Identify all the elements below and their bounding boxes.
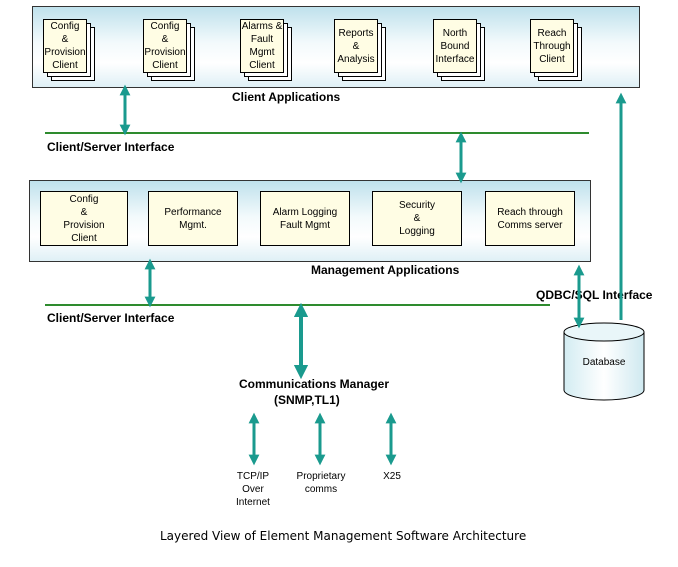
- protocol-x25: X25: [383, 471, 401, 482]
- client-applications-label: Client Applications: [232, 90, 341, 104]
- management-applications-label: Management Applications: [311, 263, 460, 277]
- management-box-4: Security & Logging: [372, 191, 462, 246]
- client-box-4-label: Reports & Analysis: [334, 19, 378, 73]
- upper-interface-label: Client/Server Interface: [47, 140, 175, 154]
- management-box-3: Alarm Logging Fault Mgmt: [260, 191, 350, 246]
- lower-interface-label: Client/Server Interface: [47, 311, 175, 325]
- database-label: Database: [582, 357, 626, 368]
- odbc-interface-label: QDBC/SQL Interface: [536, 288, 653, 302]
- communications-manager-subtitle: (SNMP,TL1): [274, 393, 340, 407]
- management-box-2: Performance Mgmt.: [148, 191, 238, 246]
- management-box-5: Reach through Comms server: [485, 191, 575, 246]
- communications-manager-title: Communications Manager: [239, 377, 390, 391]
- client-box-1-label: Config & Provision Client: [43, 19, 87, 73]
- client-box-3-label: Alarms & Fault Mgmt Client: [240, 19, 284, 73]
- diagram-caption: Layered View of Element Management Softw…: [160, 529, 527, 543]
- client-box-2-label: Config & Provision Client: [143, 19, 187, 73]
- upper-interface-line: [45, 132, 589, 134]
- management-box-1: Config & Provision Client: [40, 191, 128, 246]
- protocol-tcpip: TCP/IP Over Internet: [236, 471, 270, 508]
- client-box-5-label: North Bound Interface: [433, 19, 477, 73]
- database-cylinder: Database: [563, 322, 645, 402]
- database-icon: [563, 322, 645, 401]
- protocol-proprietary: Proprietary comms: [296, 471, 346, 495]
- client-box-6-label: Reach Through Client: [530, 19, 574, 73]
